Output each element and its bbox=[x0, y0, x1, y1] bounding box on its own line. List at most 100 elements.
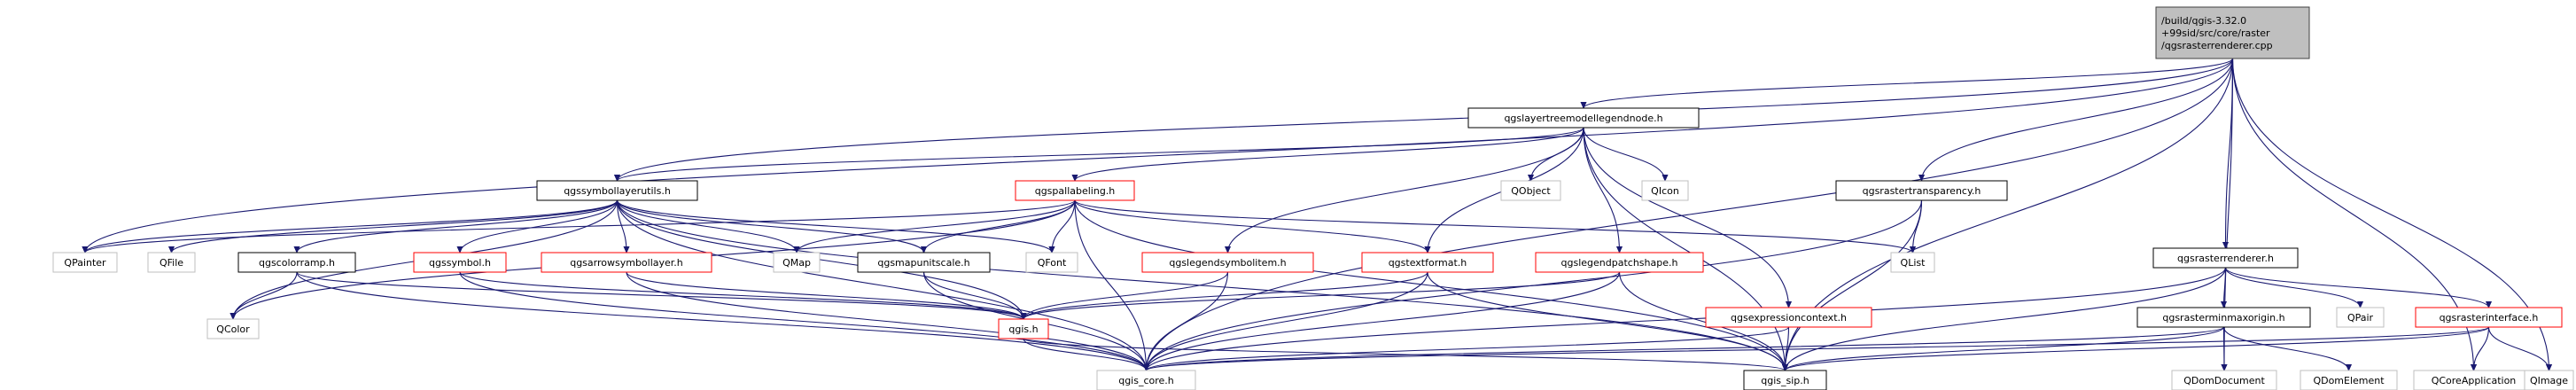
node-qgis_core: qgis_core.h bbox=[1096, 370, 1196, 390]
edge-root-to-symbollayerutils bbox=[618, 58, 2234, 181]
node-box-mapunitscale bbox=[857, 252, 991, 273]
edge-layertreemodellegendnode-to-expressioncontext bbox=[1583, 127, 1789, 308]
node-box-rastertransparency bbox=[1835, 180, 2008, 201]
node-box-legendpatchshape bbox=[1535, 252, 1704, 273]
edge-rasterinterface-to-qimage bbox=[2487, 326, 2549, 370]
edge-rasterrenderer-to-qgis_sip bbox=[1786, 267, 2227, 370]
node-label-qdomdocument: QDomDocument bbox=[2183, 375, 2265, 386]
node-box-rasterinterface bbox=[2415, 307, 2563, 328]
edge-rasterinterface-to-qcoreapplication bbox=[2474, 326, 2490, 370]
edge-symbollayerutils-to-qmap bbox=[616, 199, 798, 253]
edge-qgis-to-qgis_core bbox=[1023, 338, 1147, 370]
edge-mapunitscale-to-qgis bbox=[922, 271, 1024, 319]
node-box-qcolor bbox=[206, 318, 260, 339]
edge-root-to-layertreemodellegendnode bbox=[1584, 58, 2234, 108]
edge-pallabeling-to-qgis_sip bbox=[1074, 199, 1786, 370]
edge-root-to-qpainter bbox=[85, 58, 2234, 253]
node-box-symbol bbox=[413, 252, 507, 273]
node-expressioncontext[interactable]: qgsexpressioncontext.h bbox=[1705, 307, 1872, 328]
node-label-symbol: qgssymbol.h bbox=[429, 257, 491, 269]
node-rasterrenderer[interactable]: qgsrasterrenderer.h bbox=[2152, 247, 2299, 269]
node-box-qgis_core bbox=[1096, 370, 1196, 390]
node-box-symbollayerutils bbox=[536, 180, 698, 201]
node-qlist: QList bbox=[1890, 252, 1935, 273]
node-label-qpainter: QPainter bbox=[64, 257, 106, 269]
edge-layertreemodellegendnode-to-qgis_sip bbox=[1583, 127, 1786, 370]
node-label-qgis_sip: qgis_sip.h bbox=[1761, 375, 1809, 386]
node-mapunitscale[interactable]: qgsmapunitscale.h bbox=[857, 252, 991, 273]
node-qcolor: QColor bbox=[206, 318, 260, 339]
edge-legendsymbolitem-to-qgis bbox=[1023, 271, 1229, 319]
edge-pallabeling-to-textformat bbox=[1074, 199, 1428, 253]
edge-rasterrenderer-to-rasterminmaxorigin bbox=[2224, 267, 2226, 308]
node-box-qmap bbox=[773, 252, 821, 273]
edge-colorramp-to-qgis_core bbox=[296, 271, 1147, 370]
edge-symbollayerutils-to-qgis_core bbox=[616, 199, 1147, 370]
node-box-qicon bbox=[1641, 180, 1689, 201]
edge-layertreemodellegendnode-to-qicon bbox=[1583, 127, 1665, 181]
edge-legendpatchshape-to-qgis_sip bbox=[1618, 271, 1786, 370]
edge-rasterrenderer-to-qpair bbox=[2224, 267, 2361, 308]
node-pallabeling[interactable]: qgspallabeling.h bbox=[1015, 180, 1135, 201]
node-qpainter: QPainter bbox=[52, 252, 118, 273]
edge-layertreemodellegendnode-to-legendsymbolitem bbox=[1228, 127, 1584, 253]
edge-symbollayerutils-to-mapunitscale bbox=[616, 199, 924, 253]
node-root[interactable]: /build/qgis-3.32.0+99sid/src/core/raster… bbox=[2155, 6, 2310, 59]
edge-legendpatchshape-to-qgis bbox=[1023, 271, 1621, 319]
node-box-qimage bbox=[2524, 370, 2574, 390]
node-layertreemodellegendnode[interactable]: qgslayertreemodellegendnode.h bbox=[1467, 107, 1700, 129]
node-label-qgis_core: qgis_core.h bbox=[1118, 375, 1174, 386]
edge-pallabeling-to-qfont bbox=[1052, 199, 1076, 253]
node-box-root bbox=[2155, 6, 2310, 59]
node-rastertransparency[interactable]: qgsrastertransparency.h bbox=[1835, 180, 2008, 201]
edge-textformat-to-qgis_core bbox=[1147, 271, 1428, 370]
node-label-colorramp: qgscolorramp.h bbox=[259, 257, 335, 269]
node-label-qcolor: QColor bbox=[216, 324, 250, 335]
node-box-qpainter bbox=[52, 252, 118, 273]
node-qdomdocument: QDomDocument bbox=[2171, 370, 2277, 390]
edge-rasterrenderer-to-qgis_core bbox=[1147, 267, 2227, 370]
node-label-qicon: QIcon bbox=[1651, 185, 1679, 197]
node-qdomelement: QDomElement bbox=[2300, 370, 2398, 390]
edge-symbollayerutils-to-qfont bbox=[616, 199, 1053, 253]
node-colorramp[interactable]: qgscolorramp.h bbox=[237, 252, 356, 273]
edge-layertreemodellegendnode-to-pallabeling bbox=[1075, 127, 1584, 181]
nodes-layer: /build/qgis-3.32.0+99sid/src/core/raster… bbox=[52, 6, 2574, 390]
edge-rastertransparency-to-qlist bbox=[1913, 199, 1923, 253]
edge-symbol-to-qgis_core bbox=[459, 271, 1147, 370]
node-qfile: QFile bbox=[147, 252, 196, 273]
node-box-qdomelement bbox=[2300, 370, 2398, 390]
node-arrowsymbollayer[interactable]: qgsarrowsymbollayer.h bbox=[541, 252, 712, 273]
node-symbol[interactable]: qgssymbol.h bbox=[413, 252, 507, 273]
node-box-pallabeling bbox=[1015, 180, 1135, 201]
node-legendsymbolitem[interactable]: qgslegendsymbolitem.h bbox=[1141, 252, 1314, 273]
node-label-rasterrenderer: qgsrasterrenderer.h bbox=[2177, 253, 2274, 264]
node-box-qfile bbox=[147, 252, 196, 273]
edge-root-to-qgis_core bbox=[1147, 58, 2234, 370]
node-rasterinterface[interactable]: qgsrasterinterface.h bbox=[2415, 307, 2563, 328]
node-symbollayerutils[interactable]: qgssymbollayerutils.h bbox=[536, 180, 698, 201]
node-box-colorramp bbox=[237, 252, 356, 273]
edge-rasterminmaxorigin-to-qdomdocument bbox=[2224, 326, 2225, 370]
edge-pallabeling-to-qlist bbox=[1074, 199, 1913, 253]
node-qgis[interactable]: qgis.h bbox=[998, 318, 1049, 339]
node-label-arrowsymbollayer: qgsarrowsymbollayer.h bbox=[570, 257, 683, 269]
node-textformat[interactable]: qgstextformat.h bbox=[1361, 252, 1494, 273]
edge-rasterminmaxorigin-to-qdomelement bbox=[2222, 326, 2349, 370]
node-box-qlist bbox=[1890, 252, 1935, 273]
edge-legendsymbolitem-to-qgis_core bbox=[1147, 271, 1229, 370]
node-legendpatchshape[interactable]: qgslegendpatchshape.h bbox=[1535, 252, 1704, 273]
node-label-textformat: qgstextformat.h bbox=[1389, 257, 1467, 269]
node-label-pallabeling: qgspallabeling.h bbox=[1035, 185, 1116, 197]
node-box-rasterminmaxorigin bbox=[2136, 307, 2311, 328]
edge-arrowsymbollayer-to-qgis_core bbox=[626, 271, 1147, 370]
edge-root-to-rasterrenderer bbox=[2226, 58, 2234, 248]
edge-symbollayerutils-to-symbol bbox=[460, 199, 619, 253]
edge-arrowsymbollayer-to-qgis bbox=[626, 271, 1023, 319]
edge-pallabeling-to-qpainter bbox=[85, 199, 1076, 253]
node-label-rasterinterface: qgsrasterinterface.h bbox=[2440, 312, 2539, 324]
node-label-legendsymbolitem: qgslegendsymbolitem.h bbox=[1169, 257, 1286, 269]
node-rasterminmaxorigin[interactable]: qgsrasterminmaxorigin.h bbox=[2136, 307, 2311, 328]
node-label-qdomelement: QDomElement bbox=[2313, 375, 2385, 386]
node-qgis_sip[interactable]: qgis_sip.h bbox=[1743, 370, 1827, 390]
